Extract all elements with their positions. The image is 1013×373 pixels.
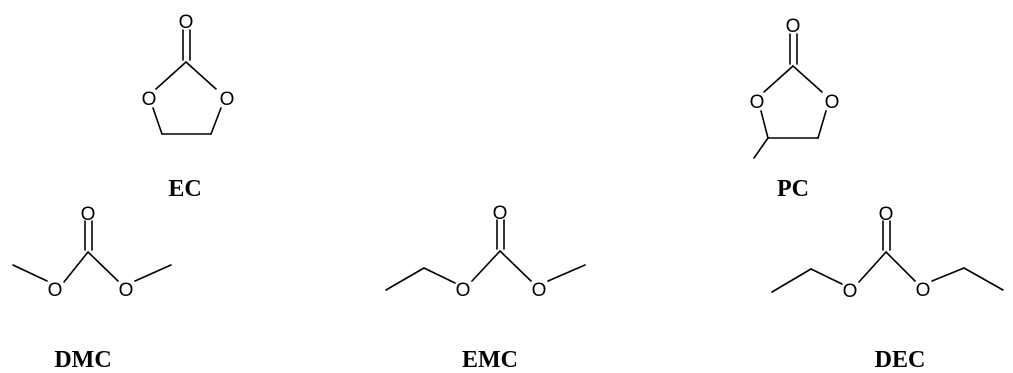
emc-bond-c-o-right [499, 250, 532, 282]
ec-bond-ch2-oright [210, 107, 222, 135]
dmc-atom-carbonyl-o: O [81, 204, 96, 225]
dmc-bond-methyl-left-o [12, 264, 48, 282]
pc-atom-carbonyl-o: O [786, 16, 801, 37]
pc-label: PC [777, 176, 809, 202]
dmc-bond-o-c-left [63, 251, 89, 283]
ec-label: EC [168, 176, 201, 202]
emc-bond-o-c-left [471, 250, 501, 282]
pc-bond-c-oleft [763, 65, 794, 93]
dec-bond-ch2-ch3-right [963, 267, 1004, 291]
ec-bond-c-oright [185, 61, 217, 90]
emc-bond-ch2-o-left [423, 267, 456, 284]
molecule-dmc: O O O DMC [12, 204, 172, 373]
emc-bond-o-methyl-right [547, 264, 586, 282]
emc-label: EMC [462, 347, 518, 373]
dec-atom-ester-o-right: O [916, 280, 931, 301]
dmc-atom-ester-o-left: O [48, 280, 63, 301]
ec-atom-ring-o-left: O [142, 89, 157, 110]
dec-atom-carbonyl-o: O [879, 204, 894, 225]
emc-atom-ester-o-left: O [456, 280, 471, 301]
dec-label: DEC [875, 347, 926, 373]
ec-bond-oleft-ch2 [152, 107, 163, 135]
dec-bond-o-ch2-right [931, 267, 965, 282]
dec-bond-ch2-o-left [810, 268, 843, 285]
dmc-bond-o-methyl-right [134, 264, 172, 282]
pc-bond-oleft-ch [760, 110, 769, 139]
pc-bond-ch2-oright [817, 110, 827, 139]
molecule-dec: O O O DEC [771, 204, 1004, 373]
dec-bond-ch3-ch2-left [771, 268, 812, 293]
emc-bond-ch3-ch2 [385, 267, 425, 291]
dmc-label: DMC [54, 347, 111, 373]
dec-bond-o-c-left [858, 251, 887, 283]
pc-bond-ch-methyl [753, 137, 769, 159]
ec-atom-carbonyl-o: O [179, 12, 194, 33]
pc-atom-ring-o-left: O [750, 92, 765, 113]
emc-atom-ester-o-right: O [532, 280, 547, 301]
pc-atom-ring-o-right: O [825, 92, 840, 113]
ec-atom-ring-o-right: O [220, 89, 235, 110]
molecule-ec: O O O EC [142, 12, 235, 202]
molecule-pc: O O O PC [750, 16, 840, 202]
pc-bond-c-oright [792, 65, 823, 93]
ec-bond-c-oleft [155, 61, 187, 90]
dmc-bond-c-o-right [87, 251, 119, 282]
emc-atom-carbonyl-o: O [493, 203, 508, 224]
dmc-atom-ester-o-right: O [119, 280, 134, 301]
dec-atom-ester-o-left: O [843, 281, 858, 302]
molecule-emc: O O O EMC [385, 203, 586, 373]
dec-bond-c-o-right [885, 251, 916, 282]
